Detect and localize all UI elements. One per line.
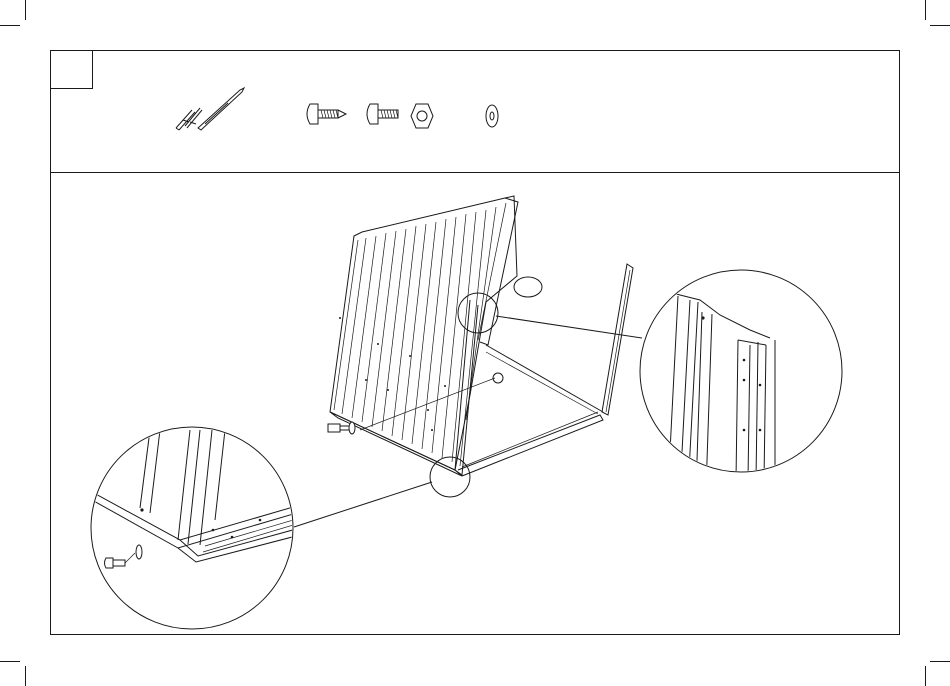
washer-icon (486, 105, 498, 127)
bolt-icon (367, 104, 398, 124)
callout-marker-upper (514, 277, 542, 297)
callout-circle-upper (458, 293, 498, 333)
detail-view-base-rail (91, 427, 300, 629)
shed-frame-assembly (328, 196, 633, 476)
callout-circle-lower (430, 457, 470, 497)
detail-view-corner-post (640, 270, 842, 490)
hex-nut-icon (411, 104, 433, 128)
screwdriver-and-wrench-icon (176, 88, 244, 130)
self-tapping-screw-icon (307, 104, 346, 124)
leader-line-left (294, 482, 432, 527)
